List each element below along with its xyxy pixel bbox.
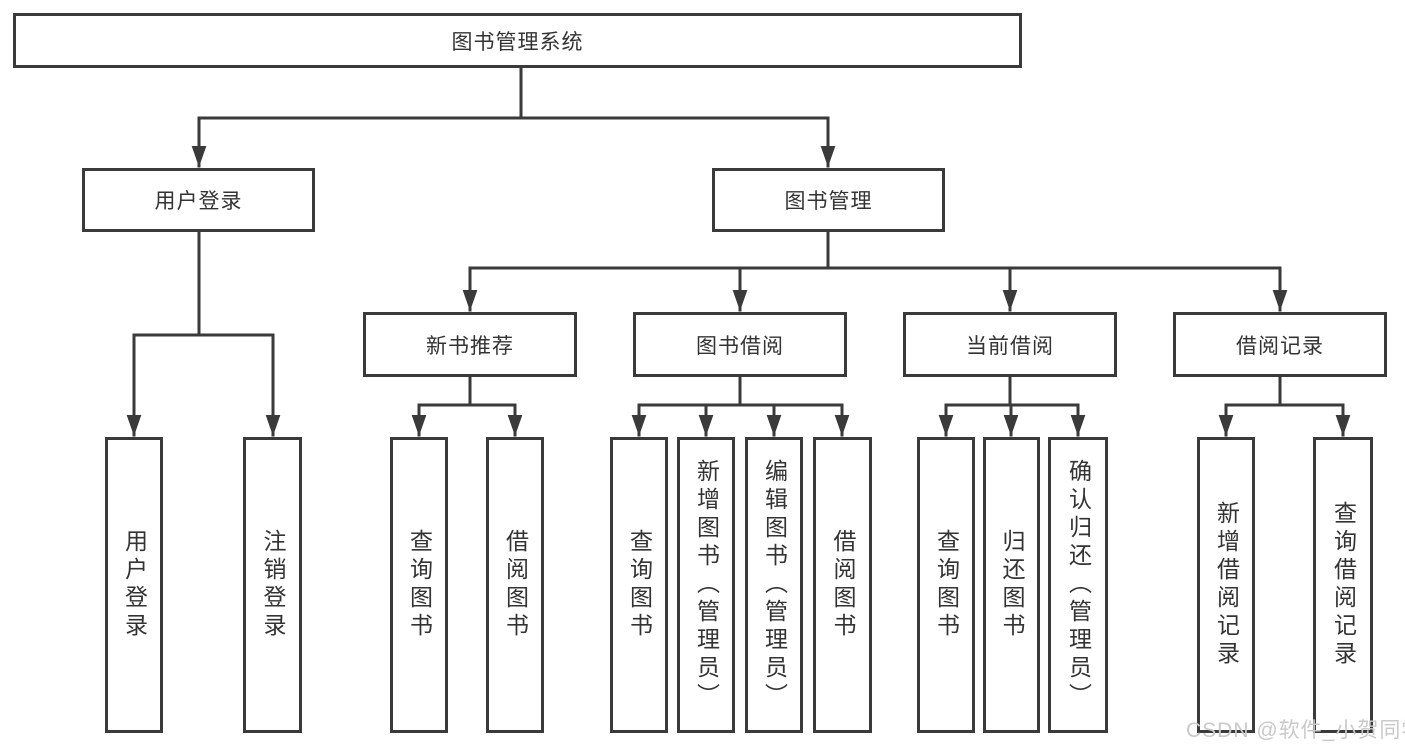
leaf-edit-book-admin: 编辑图书（管理员） <box>745 437 803 733</box>
leaf-borrow-books-borrowing: 借阅图书 <box>813 437 872 733</box>
leaf-user-login: 用户登录 <box>105 437 163 733</box>
leaf-confirm-return-admin: 确认归还（管理员） <box>1048 437 1108 733</box>
node-book-management: 图书管理 <box>712 168 945 232</box>
leaf-add-borrow-record: 新增借阅记录 <box>1197 437 1255 733</box>
node-current-borrowing: 当前借阅 <box>903 312 1117 377</box>
node-user-login: 用户登录 <box>82 168 315 232</box>
leaf-logout: 注销登录 <box>243 437 302 733</box>
leaf-query-books-current: 查询图书 <box>917 437 975 733</box>
leaf-query-books-borrowing: 查询图书 <box>610 437 668 733</box>
node-new-book-recommend: 新书推荐 <box>363 312 577 377</box>
leaf-borrow-books-recommend: 借阅图书 <box>486 437 544 733</box>
node-borrowing-records: 借阅记录 <box>1173 312 1387 377</box>
node-book-borrowing: 图书借阅 <box>633 312 847 377</box>
leaf-return-books: 归还图书 <box>983 437 1040 733</box>
node-library-management-system: 图书管理系统 <box>13 13 1022 68</box>
leaf-add-book-admin: 新增图书（管理员） <box>677 437 735 733</box>
leaf-query-borrow-record: 查询借阅记录 <box>1313 437 1373 733</box>
leaf-query-books-recommend: 查询图书 <box>390 437 448 733</box>
csdn-watermark: CSDN @软件_小贺同学 <box>1186 719 1405 742</box>
